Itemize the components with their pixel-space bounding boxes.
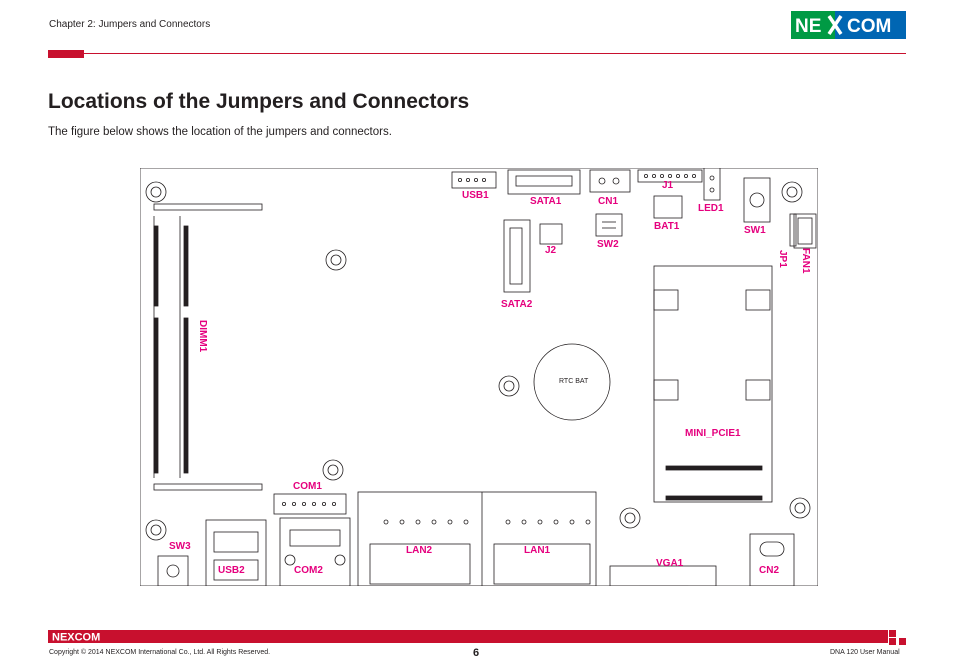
footer-squares-icon bbox=[889, 630, 906, 645]
page-number: 6 bbox=[473, 647, 480, 659]
label-j2: J2 bbox=[545, 245, 557, 256]
mount-hole bbox=[789, 497, 811, 519]
led1 bbox=[703, 168, 721, 201]
sata2-connector bbox=[503, 219, 531, 293]
board-outline bbox=[140, 168, 818, 586]
label-mini-pcie1: MINI_PCIE1 bbox=[685, 428, 741, 439]
label-com1: COM1 bbox=[293, 481, 322, 492]
label-fan1: FAN1 bbox=[800, 248, 811, 274]
nexcom-logo: NE COM bbox=[791, 11, 906, 39]
label-cn1: CN1 bbox=[598, 196, 619, 207]
usb2-port bbox=[205, 519, 267, 586]
mount-hole bbox=[325, 249, 347, 271]
label-sw2: SW2 bbox=[597, 239, 619, 250]
label-usb2: USB2 bbox=[218, 565, 245, 576]
label-lan2: LAN2 bbox=[406, 545, 433, 556]
usb1-header bbox=[451, 171, 497, 189]
label-dimm1: DIMM1 bbox=[197, 320, 208, 353]
label-usb1: USB1 bbox=[462, 190, 489, 201]
label-cn2: CN2 bbox=[759, 565, 780, 576]
svg-text:NEXCOM: NEXCOM bbox=[52, 632, 100, 643]
j2 bbox=[539, 223, 563, 245]
page-intro: The figure below shows the location of t… bbox=[48, 126, 392, 138]
page-title: Locations of the Jumpers and Connectors bbox=[48, 90, 470, 113]
mini-pcie1-slot bbox=[653, 265, 773, 503]
cn2-connector bbox=[749, 533, 795, 586]
label-sw3: SW3 bbox=[169, 541, 191, 552]
chapter-header: Chapter 2: Jumpers and Connectors bbox=[49, 19, 211, 30]
footer-copyright: Copyright © 2014 NEXCOM International Co… bbox=[49, 649, 271, 656]
bat1 bbox=[653, 195, 683, 219]
j1-header bbox=[637, 169, 703, 183]
fan1-connector bbox=[793, 213, 817, 249]
mount-hole bbox=[619, 507, 641, 529]
dimm-slot bbox=[153, 203, 263, 491]
lan-ports bbox=[357, 491, 597, 586]
label-vga1: VGA1 bbox=[656, 558, 684, 569]
board-diagram: USB1 SATA1 CN1 J1 LED1 BAT1 SW1 J2 SW2 S… bbox=[140, 168, 818, 586]
jp1 bbox=[789, 213, 797, 247]
mount-hole bbox=[498, 375, 520, 397]
label-sata1: SATA1 bbox=[530, 196, 562, 207]
sw1-switch bbox=[743, 177, 771, 223]
sw2-switch bbox=[595, 213, 623, 237]
sw3-switch bbox=[157, 555, 189, 586]
label-sata2: SATA2 bbox=[501, 299, 533, 310]
mount-hole bbox=[145, 181, 167, 203]
cn1-connector bbox=[589, 169, 631, 193]
header-accent-bar bbox=[48, 50, 84, 58]
label-rtc-bat: RTC BAT bbox=[559, 378, 589, 385]
com2-port bbox=[279, 517, 351, 586]
label-com2: COM2 bbox=[294, 565, 323, 576]
vga1-port bbox=[609, 565, 717, 586]
mount-hole bbox=[322, 459, 344, 481]
label-lan1: LAN1 bbox=[524, 545, 551, 556]
rtc-battery bbox=[533, 343, 611, 421]
label-sw1: SW1 bbox=[744, 225, 766, 236]
footer-manual-name: DNA 120 User Manual bbox=[830, 649, 900, 656]
label-j1: J1 bbox=[662, 180, 674, 191]
mount-hole bbox=[781, 181, 803, 203]
svg-text:NE: NE bbox=[795, 16, 821, 37]
footer-bar bbox=[48, 630, 888, 643]
header-rule bbox=[84, 53, 906, 54]
label-led1: LED1 bbox=[698, 203, 724, 214]
label-jp1: JP1 bbox=[777, 250, 788, 268]
com1-header bbox=[273, 493, 347, 515]
label-bat1: BAT1 bbox=[654, 221, 680, 232]
svg-text:COM: COM bbox=[847, 16, 891, 37]
mount-hole bbox=[145, 519, 167, 541]
footer-nexcom-logo: NEXCOM bbox=[52, 632, 100, 643]
board-drawing bbox=[140, 168, 818, 586]
sata1-connector bbox=[507, 169, 581, 195]
